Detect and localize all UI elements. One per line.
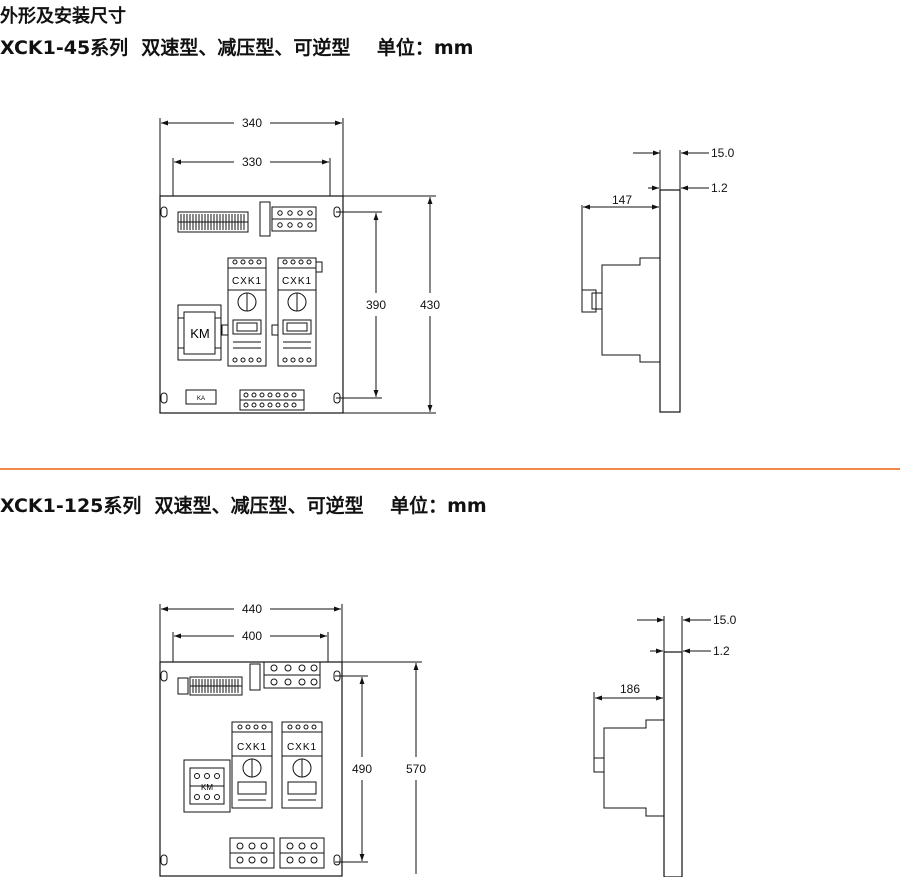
bottom-terminal-blocks bbox=[229, 837, 325, 869]
dim-width-mount: 330 bbox=[242, 155, 262, 169]
dim-depth: 147 bbox=[612, 193, 632, 207]
module-a-label: CXK1 bbox=[237, 742, 267, 753]
device-profile bbox=[601, 257, 660, 363]
relay-label: KA bbox=[197, 396, 205, 402]
km-contactor bbox=[183, 759, 231, 813]
bottom-terminal-strip bbox=[239, 389, 305, 411]
top-terminal-strip bbox=[177, 211, 249, 233]
cxk1-module-b bbox=[271, 257, 323, 367]
module-a-label: CXK1 bbox=[232, 276, 262, 287]
contactor-label: KM bbox=[201, 783, 213, 792]
xck1-45-side-view bbox=[581, 150, 709, 413]
cxk1-module-a bbox=[231, 721, 273, 809]
section-title: 外形及安装尺寸 bbox=[0, 6, 126, 27]
km-contactor bbox=[177, 304, 222, 361]
device-profile bbox=[603, 719, 664, 817]
mount-slot bbox=[160, 854, 168, 866]
dim-depth: 186 bbox=[620, 682, 640, 696]
series-125-heading: XCK1-125系列 双速型、减压型、可逆型 单位：mm bbox=[0, 495, 487, 517]
module-b-label: CXK1 bbox=[282, 276, 312, 287]
xck1-125-front-view bbox=[159, 604, 422, 877]
mount-slot bbox=[333, 670, 341, 682]
dim-width-mount: 400 bbox=[242, 629, 262, 643]
side-panel bbox=[663, 651, 683, 877]
section-divider bbox=[0, 468, 900, 470]
side-panel bbox=[659, 189, 681, 413]
ka-relay bbox=[185, 389, 217, 405]
xck1-45-front-view bbox=[159, 118, 436, 414]
mount-slot bbox=[333, 392, 341, 404]
mount-slot bbox=[160, 392, 168, 404]
mount-slot bbox=[333, 854, 341, 866]
mount-slot bbox=[160, 670, 168, 682]
top-terminal-strip bbox=[177, 676, 243, 696]
power-terminal-block bbox=[249, 661, 321, 691]
dim-height-outer: 430 bbox=[420, 298, 440, 312]
contactor-label: KM bbox=[190, 326, 210, 341]
mount-slot bbox=[160, 206, 168, 218]
dim-plate: 1.2 bbox=[711, 181, 728, 195]
series-45-heading: XCK1-45系列 双速型、减压型、可逆型 单位：mm bbox=[0, 37, 474, 59]
cxk1-module-b bbox=[281, 721, 323, 809]
power-terminal-block bbox=[259, 201, 317, 237]
module-b-label: CXK1 bbox=[287, 742, 317, 753]
dim-flange: 15.0 bbox=[713, 613, 737, 627]
dim-height-mount: 490 bbox=[352, 762, 372, 776]
dim-width-outer: 440 bbox=[242, 602, 262, 616]
dim-width-outer: 340 bbox=[242, 116, 262, 130]
dim-height-outer: 570 bbox=[406, 762, 426, 776]
front-panel bbox=[159, 195, 344, 414]
dim-height-mount: 390 bbox=[366, 298, 386, 312]
xck1-125-side-view bbox=[593, 616, 711, 877]
dim-flange: 15.0 bbox=[711, 146, 735, 160]
dim-plate: 1.2 bbox=[713, 644, 730, 658]
front-panel bbox=[159, 661, 343, 877]
cxk1-module-a bbox=[221, 257, 267, 367]
mount-slot bbox=[333, 206, 341, 218]
